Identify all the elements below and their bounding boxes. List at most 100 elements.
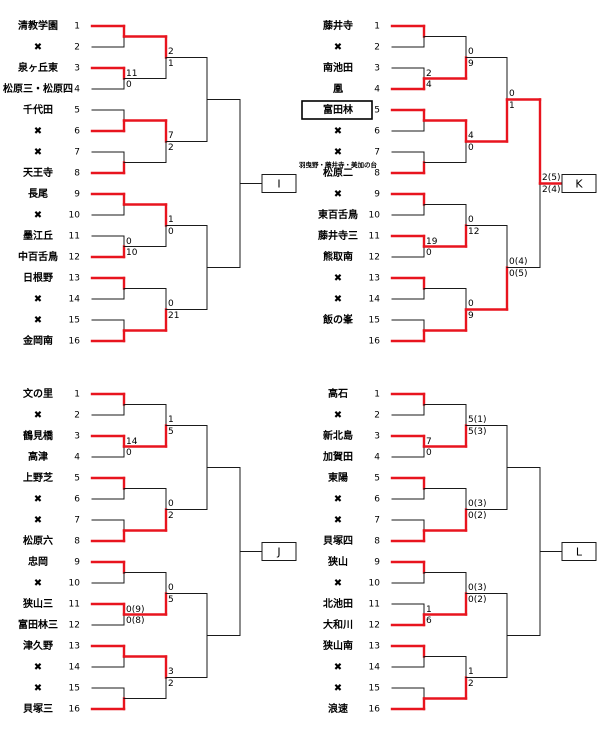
team-name: 新北島 [323,429,353,442]
seed-number: 16 [69,705,81,715]
team-name: ✖ [334,189,342,200]
team-name: 富田林 [323,103,354,116]
block-label: L [576,546,583,559]
seed-number: 10 [69,211,81,221]
seed-number: 15 [69,316,80,326]
team-name: ✖ [334,294,342,305]
score: 3 [168,667,174,677]
score: 14 [126,437,138,447]
team-name: 狭山三 [22,597,53,610]
score: 0(9) [126,605,144,615]
team-name: 貝塚三 [23,702,53,715]
team-name: 藤井寺 [323,19,353,32]
team-name: ✖ [34,662,42,673]
score: 0 [509,89,515,99]
seed-number: 8 [74,537,80,547]
score: 1 [168,415,174,425]
seed-number: 3 [374,432,380,442]
team-name: ✖ [334,147,342,158]
score: 0 [468,299,474,309]
score: 0(2) [468,511,486,521]
score: 2 [168,679,174,689]
seed-number: 5 [74,106,80,116]
score: 4 [426,80,432,90]
team-name: 北池田 [323,597,353,610]
seed-number: 8 [374,537,380,547]
team-name: ✖ [334,494,342,505]
score: 0 [468,215,474,225]
team-note: 羽曳野・藤井寺・美加の台 [299,160,378,169]
team-name: ✖ [334,683,342,694]
score: 0 [468,143,474,153]
team-name: 松原二 [323,166,353,179]
score: 6 [426,616,432,626]
score: 0(4) [509,257,527,267]
seed-number: 1 [74,390,80,400]
seed-number: 4 [374,85,380,95]
team-name: 南池田 [323,61,353,74]
score: 21 [168,311,179,321]
score: 0(5) [509,269,527,279]
seed-number: 13 [69,274,80,284]
score: 0(3) [468,583,486,593]
score: 0 [126,80,132,90]
seed-number: 15 [369,316,380,326]
team-name: 鶴見橋 [23,429,54,442]
team-name: 上野芝 [23,471,53,484]
seed-number: 6 [74,127,80,137]
score: 0 [126,448,132,458]
team-name: 狭山南 [322,639,353,652]
seed-number: 2 [374,411,380,421]
score: 0 [126,237,132,247]
score: 5 [168,427,174,437]
score: 0 [468,47,474,57]
score: 5(3) [468,427,486,437]
score: 2 [168,511,174,521]
team-name: ✖ [334,273,342,284]
score: 7 [168,131,174,141]
team-name: ✖ [334,42,342,53]
score: 0 [426,448,432,458]
score: 9 [468,311,474,321]
seed-number: 11 [369,232,380,242]
team-name: 墨江丘 [23,229,53,242]
score: 2(5) [542,173,560,183]
team-name: 松原六 [23,534,53,547]
score: 5 [168,595,174,605]
seed-number: 1 [74,22,80,32]
seed-number: 16 [369,705,381,715]
score: 1 [168,59,174,69]
seed-number: 9 [374,558,380,568]
seed-number: 2 [74,411,80,421]
seed-number: 1 [374,390,380,400]
score: 2(4) [542,185,560,195]
score: 0 [168,299,174,309]
team-name: 泉ヶ丘東 [17,61,58,74]
team-name: 凰 [333,83,343,95]
team-name: 千代田 [23,103,53,116]
seed-number: 3 [74,64,80,74]
seed-number: 4 [74,85,80,95]
team-name: ✖ [334,662,342,673]
team-name: 高石 [328,387,348,400]
block-label-box [561,174,597,193]
team-name: 飯の峯 [322,313,354,326]
team-name: 高津 [28,450,48,463]
seed-number: 3 [374,64,380,74]
seed-number: 4 [374,453,380,463]
score: 0 [168,499,174,509]
seed-number: 13 [369,642,380,652]
block-label-box [261,542,297,561]
block-label-box [561,542,597,561]
score: 1 [468,667,474,677]
team-name: ✖ [334,515,342,526]
score: 5(1) [468,415,486,425]
team-name: ✖ [34,315,42,326]
score: 0 [168,227,174,237]
score: 0 [426,248,432,258]
seed-number: 3 [74,432,80,442]
team-name: 浪速 [328,702,348,715]
seed-number: 14 [69,295,81,305]
score: 2 [468,679,474,689]
